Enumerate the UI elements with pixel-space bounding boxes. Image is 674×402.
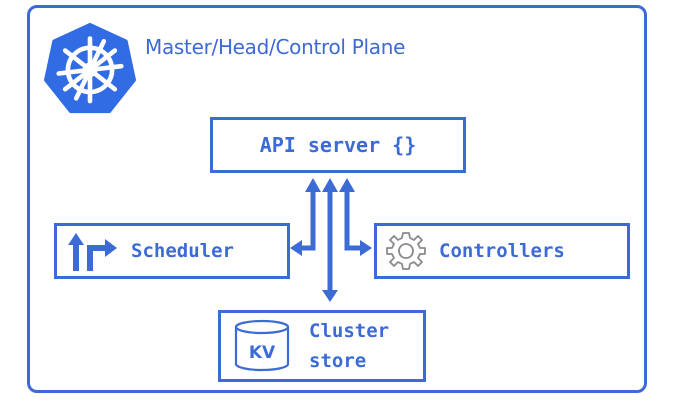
cluster-store-label: Cluster store — [309, 320, 390, 372]
routing-arrows-icon — [68, 233, 117, 271]
control-plane-title: Master/Head/Control Plane — [145, 35, 406, 59]
api-to-controllers-arrow — [344, 190, 362, 251]
api-server-box: API server {} — [210, 117, 466, 173]
controllers-box: Controllers — [374, 223, 630, 279]
database-cylinder-icon: KV — [234, 319, 290, 372]
kubernetes-logo-icon — [44, 22, 136, 114]
gear-icon — [386, 232, 426, 270]
api-server-label: API server {} — [259, 133, 417, 157]
controllers-label: Controllers — [439, 240, 565, 262]
cluster-store-box: KV Cluster store — [218, 310, 426, 382]
scheduler-label: Scheduler — [131, 240, 234, 262]
kv-label: KV — [249, 343, 276, 363]
scheduler-box: Scheduler — [54, 223, 290, 279]
api-to-scheduler-arrow — [300, 190, 316, 251]
